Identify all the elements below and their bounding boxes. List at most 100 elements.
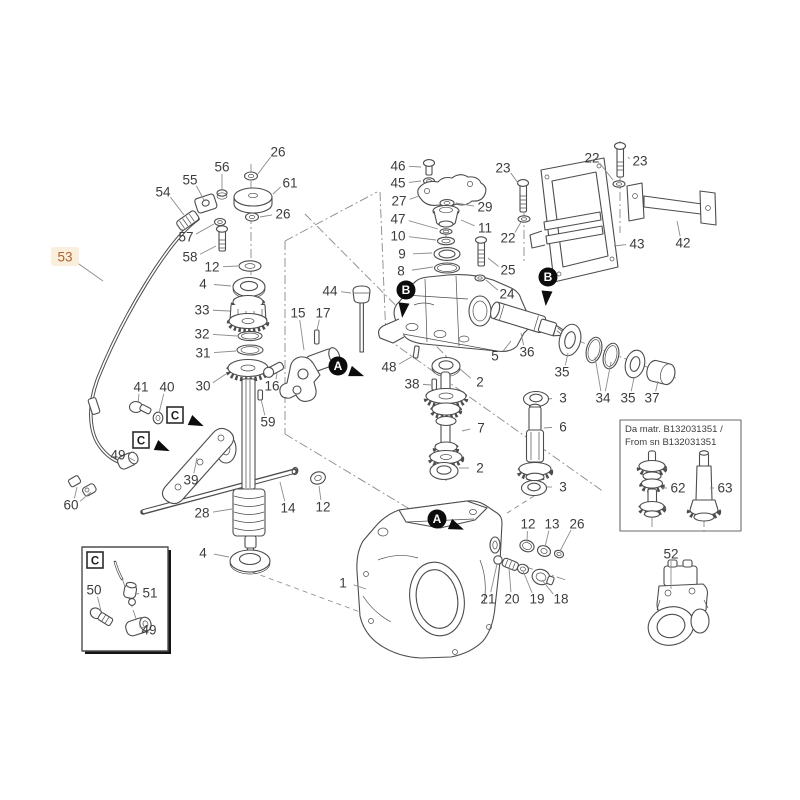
part-40-ring [152, 411, 164, 425]
detail-marker-C [132, 431, 150, 449]
part-label-15: 15 [290, 306, 305, 321]
part-30-gear [225, 358, 271, 382]
part-label-46: 46 [390, 159, 405, 174]
part-label-5: 5 [491, 349, 499, 364]
part-label-9: 9 [398, 247, 406, 262]
part-34-snap-rings [585, 336, 620, 370]
part-36-input-shaft [490, 301, 571, 337]
leader-line [316, 319, 320, 331]
serial-note-line1: Da matr. B132031351 / [625, 424, 723, 435]
part-label-12: 12 [520, 517, 535, 532]
part-33-gear-cluster [226, 294, 270, 333]
part-label-58: 58 [182, 250, 197, 265]
part-label-55: 55 [182, 173, 197, 188]
part-label-62: 62 [670, 481, 685, 496]
leader-line [170, 196, 185, 216]
leader-line [655, 380, 659, 392]
leader-line [508, 567, 512, 593]
leader-line [627, 156, 630, 160]
part-58-bolt [215, 225, 229, 252]
detail-marker-C [166, 406, 184, 424]
leader-line [275, 372, 278, 380]
part-label-60: 60 [63, 498, 78, 513]
part-44-plug [352, 285, 371, 353]
leader-line [485, 279, 499, 291]
part-22-washer [612, 180, 626, 188]
part-24-nut [474, 274, 486, 282]
leader-line [272, 186, 282, 195]
part-label-3: 3 [559, 391, 567, 406]
part-60-fittings [67, 475, 97, 497]
part-54-spring [176, 210, 200, 231]
part-10-ring [436, 236, 456, 246]
leader-line [79, 491, 92, 502]
leader-line [398, 355, 414, 365]
part-label-49: 49 [141, 623, 156, 638]
part-22-washer [517, 215, 531, 223]
part-26-ring [553, 549, 565, 559]
part-label-19: 19 [529, 592, 544, 607]
part-label-25: 25 [500, 263, 515, 278]
leader-line [613, 244, 627, 247]
part-5-top-housing [377, 274, 531, 352]
marker-arrow [398, 302, 410, 318]
view-marker-A [427, 509, 447, 529]
part-35-bearing [624, 349, 646, 379]
leader-line [137, 393, 140, 404]
part-label-22: 22 [500, 231, 515, 246]
highlight-bg [51, 247, 79, 266]
leader-line [502, 340, 512, 352]
part-label-23: 23 [495, 161, 510, 176]
part-4-bearing [232, 276, 266, 299]
part-label-12: 12 [315, 500, 330, 515]
part-59-pin [257, 389, 264, 401]
part-label-12: 12 [204, 260, 219, 275]
leader-line [222, 265, 239, 268]
part-label-53[interactable]: 53 [57, 250, 72, 265]
part-49-bushing [117, 451, 139, 470]
part-label-47: 47 [390, 212, 405, 227]
part-26-nut [243, 171, 259, 181]
part-57-nut [213, 217, 227, 227]
part-23-bolt [516, 179, 530, 213]
part-39-bracket-plate [161, 427, 235, 505]
part-51-ball [128, 598, 136, 606]
part-label-45: 45 [390, 176, 405, 191]
part-label-57: 57 [178, 230, 193, 245]
leader-line [522, 570, 533, 593]
part-label-35: 35 [620, 391, 635, 406]
part-label-10: 10 [390, 229, 405, 244]
part-label-8: 8 [397, 264, 405, 279]
part-41-bolt [128, 400, 152, 415]
leader-line [128, 456, 136, 462]
leader-line [487, 257, 499, 267]
part-31-ring [236, 344, 264, 356]
part-label-4: 4 [199, 546, 207, 561]
leader-line [213, 284, 232, 287]
marker-arrow [187, 414, 204, 427]
leader-line [514, 221, 522, 233]
part-9-seal [433, 247, 461, 261]
detail-marker-letter: C [137, 436, 145, 448]
part-16-pin [263, 361, 285, 378]
leader-line [195, 185, 205, 201]
part-label-63: 63 [717, 481, 732, 496]
leader-line [279, 481, 286, 502]
part-label-2: 2 [476, 375, 484, 390]
part-label-31: 31 [195, 346, 210, 361]
leader-line [74, 260, 104, 282]
part-label-20: 20 [504, 592, 519, 607]
part-label-52: 52 [663, 547, 678, 562]
part-label-33: 33 [194, 303, 209, 318]
leader-line [97, 596, 102, 612]
construction-lines [250, 141, 677, 613]
part-32-ring [237, 330, 263, 342]
part-label-48: 48 [381, 360, 396, 375]
part-43-support-frame [529, 157, 619, 283]
part-label-54: 54 [155, 185, 171, 200]
part-46-bolt [422, 159, 436, 176]
leader-line [74, 486, 78, 499]
detail-marker-letter: C [171, 411, 179, 423]
